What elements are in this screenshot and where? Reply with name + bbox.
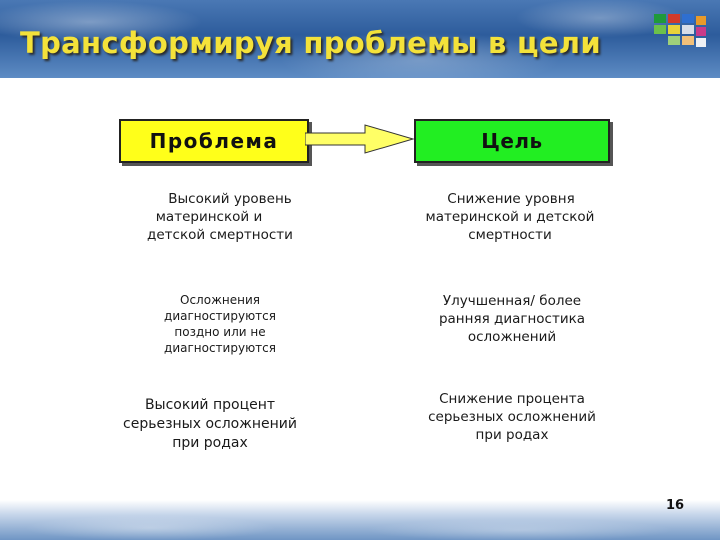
arrow-right-icon — [305, 124, 415, 154]
problem-text-3: Высокий процент серьезных осложнений при… — [102, 396, 318, 453]
goal-text-3: Снижение процента серьезных осложнений п… — [404, 390, 620, 444]
goal-text-1: Снижение уровня материнской и детской см… — [402, 190, 618, 244]
problem-header-box: Проблема — [119, 119, 309, 163]
footer-strip — [0, 500, 720, 540]
goal-text-2: Улучшенная/ более ранняя диагностика осл… — [404, 292, 620, 346]
slide-title: Трансформируя проблемы в цели — [20, 26, 601, 60]
problem-text-2: Осложнения диагностируются поздно или не… — [112, 292, 328, 356]
logo-icon — [654, 14, 710, 48]
problem-text-1: Высокий уровень материнской и детской см… — [112, 190, 328, 244]
goal-header-box: Цель — [414, 119, 610, 163]
page-number: 16 — [666, 498, 684, 513]
